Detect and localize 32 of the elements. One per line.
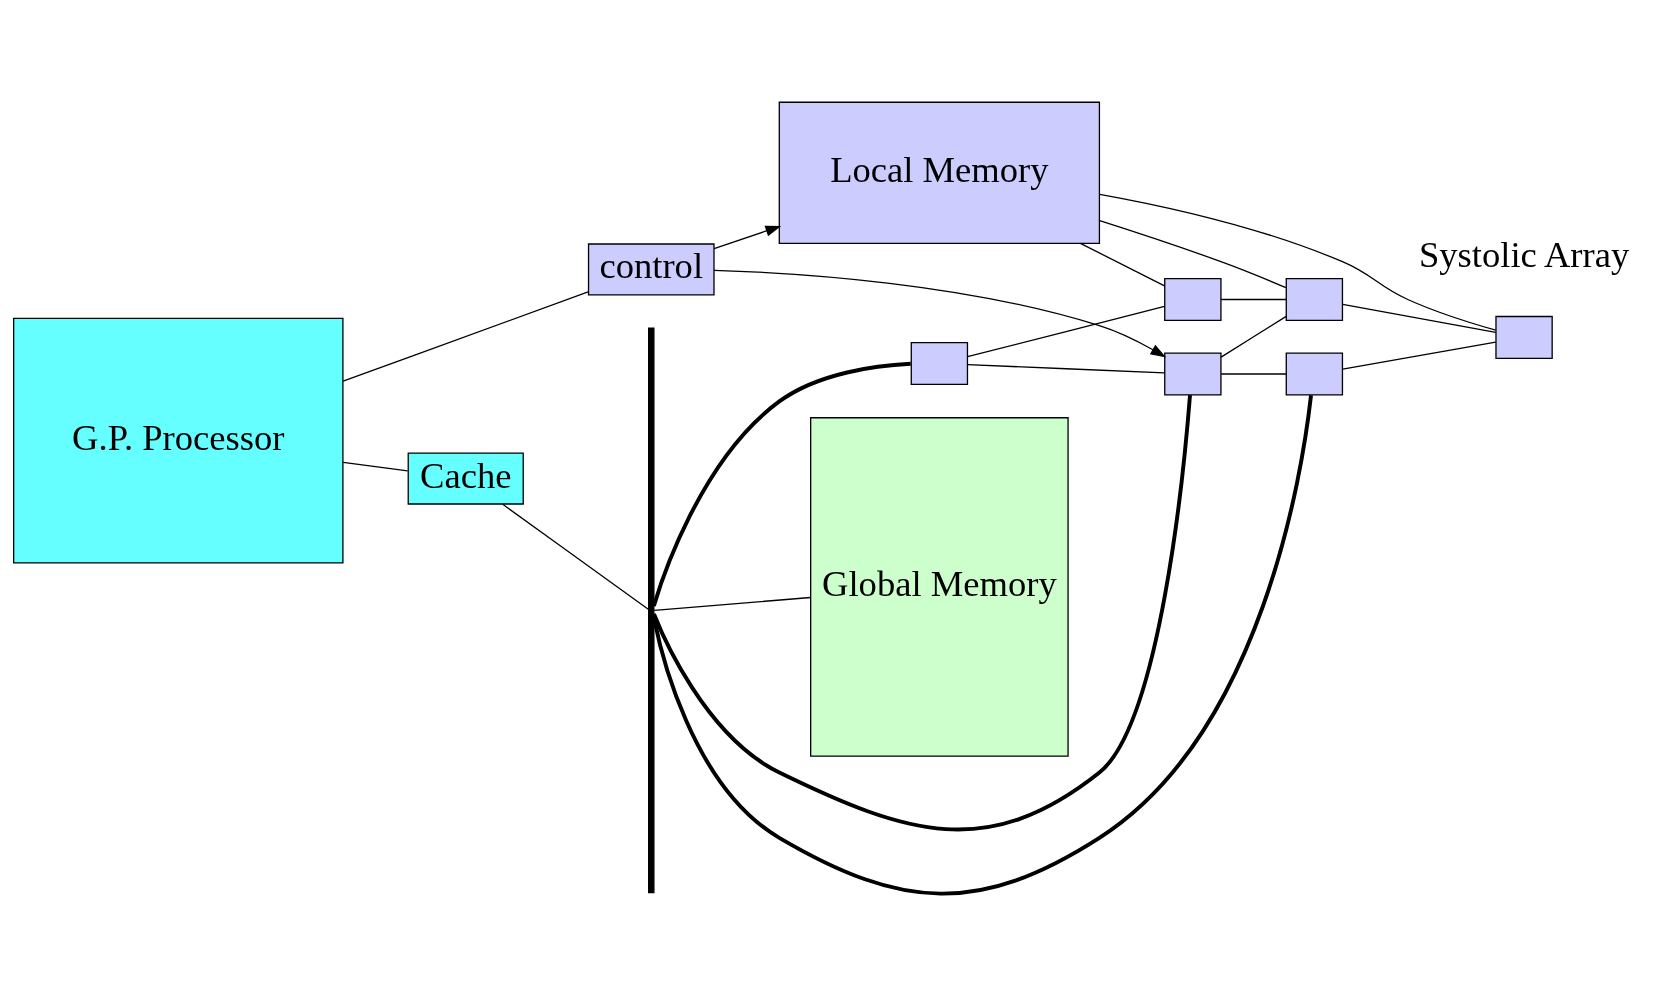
connector	[1099, 193, 1497, 331]
connector	[1079, 242, 1166, 287]
node-box: Cache	[407, 452, 524, 505]
node-box: control	[587, 243, 715, 296]
connector	[342, 461, 409, 472]
node-box	[1164, 352, 1222, 396]
node-bar	[648, 327, 655, 894]
node-box	[1164, 277, 1222, 322]
node-box: Local Memory	[778, 101, 1101, 244]
arrow	[713, 225, 782, 250]
connector	[966, 364, 1166, 374]
connector	[502, 503, 650, 611]
connector	[652, 395, 1313, 896]
arrow	[713, 269, 1167, 358]
connector	[1220, 298, 1287, 301]
label: Systolic Array	[1418, 233, 1630, 275]
node-box	[910, 342, 969, 386]
connector	[1099, 220, 1287, 289]
node-box	[1495, 315, 1553, 359]
node-box	[1285, 352, 1344, 396]
connector	[1220, 373, 1287, 375]
connector	[1220, 315, 1287, 358]
connector	[652, 394, 1192, 832]
connector	[653, 596, 812, 611]
connector	[966, 305, 1166, 358]
connector	[342, 291, 589, 382]
node-box: G.P. Processor	[13, 317, 344, 564]
connector	[1342, 341, 1497, 370]
connector	[652, 361, 911, 607]
node-box: Global Memory	[810, 417, 1069, 757]
connector	[1342, 303, 1497, 334]
node-box	[1285, 277, 1344, 322]
